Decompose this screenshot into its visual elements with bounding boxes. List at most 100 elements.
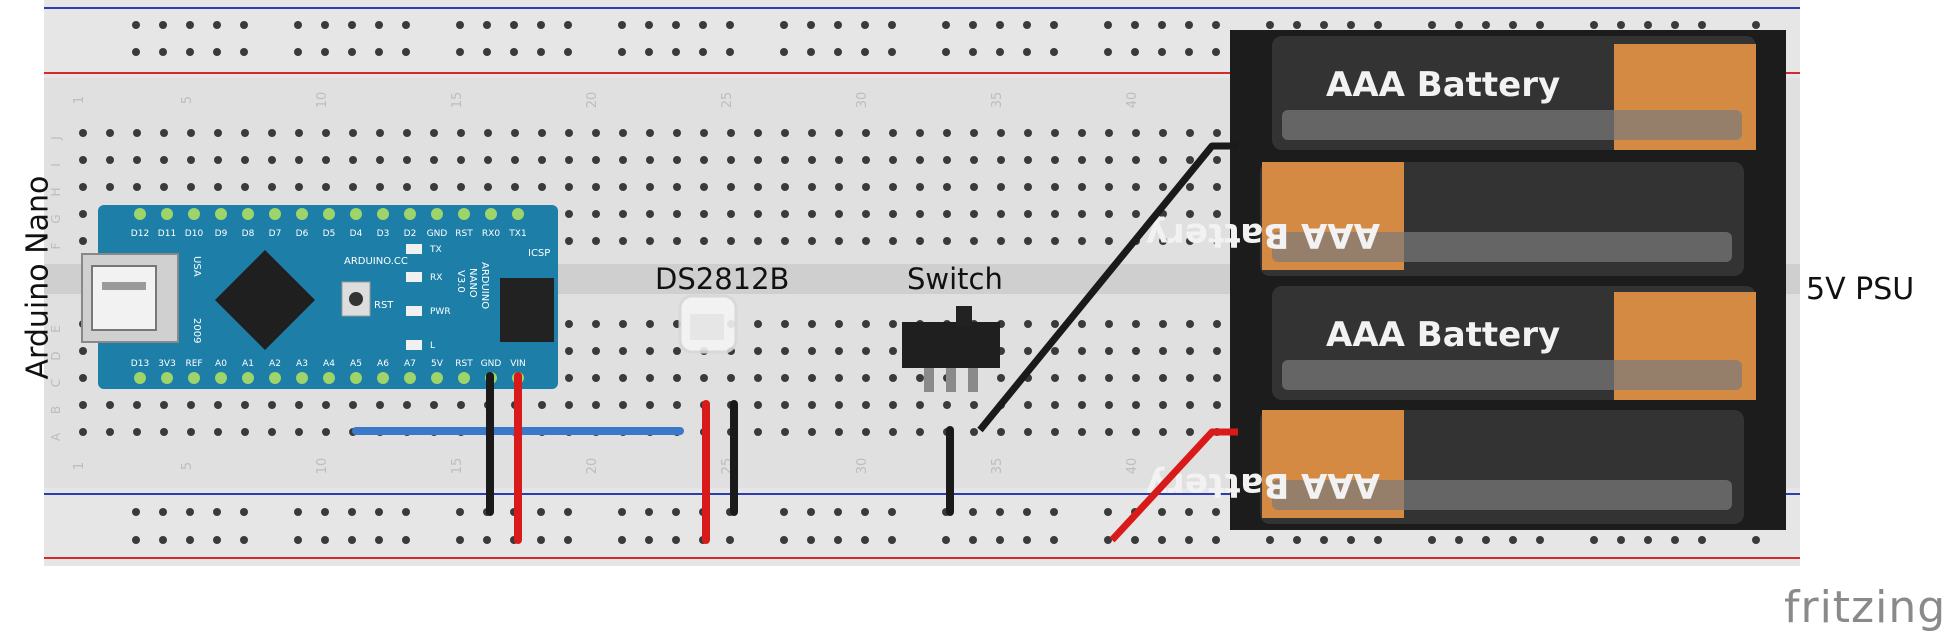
breadboard-hole — [79, 347, 87, 355]
arduino-pin-label: 3V3 — [158, 359, 176, 369]
rail-hole — [1050, 508, 1058, 516]
breadboard-hole — [835, 320, 843, 328]
column-number: 10 — [315, 92, 330, 109]
breadboard-hole — [376, 401, 384, 409]
rail-hole — [780, 21, 788, 29]
rail-hole — [861, 21, 869, 29]
arduino-pin-label: D4 — [350, 229, 363, 239]
wire-red-battery[interactable] — [1109, 428, 1238, 543]
breadboard-hole — [295, 401, 303, 409]
breadboard-hole — [1051, 237, 1059, 245]
breadboard-hole — [106, 428, 114, 436]
rail-hole — [861, 536, 869, 544]
breadboard-hole — [1105, 374, 1113, 382]
breadboard-hole — [781, 428, 789, 436]
breadboard-hole — [808, 401, 816, 409]
breadboard-hole — [1024, 320, 1032, 328]
breadboard-hole — [1186, 347, 1194, 355]
breadboard-hole — [592, 129, 600, 137]
breadboard-hole — [349, 183, 357, 191]
row-letter: D — [49, 351, 63, 360]
breadboard-hole — [997, 374, 1005, 382]
rail-hole — [888, 536, 896, 544]
arduino-pin-label: D11 — [158, 229, 176, 239]
breadboard-hole — [943, 237, 951, 245]
column-number: 30 — [855, 92, 870, 109]
switch-slider[interactable] — [956, 306, 972, 326]
breadboard-hole — [889, 320, 897, 328]
rail-hole — [240, 508, 248, 516]
arduino-pin-label: A2 — [269, 359, 281, 369]
rail-hole — [564, 508, 572, 516]
wire-black-battery[interactable] — [977, 142, 1238, 433]
breadboard-hole — [160, 183, 168, 191]
rail-hole — [375, 21, 383, 29]
slide-switch[interactable] — [902, 306, 1000, 392]
breadboard-hole — [214, 428, 222, 436]
breadboard-hole — [997, 237, 1005, 245]
arduino-model-line-2: NANO — [467, 268, 478, 298]
ds2812b-title: DS2812B — [655, 262, 790, 296]
breadboard-hole — [673, 210, 681, 218]
rail-hole — [294, 48, 302, 56]
breadboard-hole — [457, 156, 465, 164]
rail-hole — [1428, 21, 1436, 29]
row-letter: E — [49, 325, 63, 333]
rail-hole — [1158, 508, 1166, 516]
rail-hole — [1158, 21, 1166, 29]
rail-hole — [834, 536, 842, 544]
rail-hole — [1212, 48, 1220, 56]
ds2812b-led[interactable] — [678, 294, 738, 354]
led-pwr-label: PWR — [430, 307, 451, 317]
breadboard-hole — [1024, 428, 1032, 436]
rail-hole — [834, 508, 842, 516]
breadboard-hole — [916, 210, 924, 218]
arduino-model-line-3: V3.0 — [455, 270, 466, 293]
rail-hole — [348, 536, 356, 544]
breadboard-hole — [781, 156, 789, 164]
rail-hole — [1023, 21, 1031, 29]
breadboard-hole — [241, 183, 249, 191]
breadboard-hole — [943, 183, 951, 191]
breadboard-hole — [781, 320, 789, 328]
breadboard-hole — [835, 401, 843, 409]
rail-hole — [132, 508, 140, 516]
breadboard-hole — [79, 129, 87, 137]
breadboard-hole — [781, 401, 789, 409]
breadboard-hole — [646, 347, 654, 355]
arduino-pin — [134, 372, 146, 384]
breadboard-hole — [214, 401, 222, 409]
breadboard-hole — [862, 183, 870, 191]
breadboard-hole — [889, 428, 897, 436]
breadboard-hole — [781, 210, 789, 218]
breadboard-hole — [592, 401, 600, 409]
breadboard-hole — [295, 156, 303, 164]
breadboard-hole — [619, 401, 627, 409]
battery-4-label: AAA Battery — [1146, 465, 1380, 505]
breadboard-hole — [835, 210, 843, 218]
arduino-pin-label: 5V — [431, 359, 444, 369]
battery-3-highlight — [1282, 360, 1742, 390]
rail-hole — [888, 48, 896, 56]
rail-hole — [213, 48, 221, 56]
breadboard-hole — [1024, 183, 1032, 191]
breadboard-hole — [106, 156, 114, 164]
breadboard-hole — [1105, 237, 1113, 245]
breadboard-hole — [1213, 401, 1221, 409]
column-number: 15 — [450, 92, 465, 109]
breadboard-hole — [133, 428, 141, 436]
breadboard-hole — [268, 183, 276, 191]
breadboard-hole — [1132, 183, 1140, 191]
breadboard-hole — [862, 156, 870, 164]
breadboard-hole — [673, 401, 681, 409]
breadboard-hole — [889, 210, 897, 218]
breadboard-hole — [241, 428, 249, 436]
arduino-pin — [404, 208, 416, 220]
battery-pack: AAA Battery AAA Battery AAA Battery AAA … — [1146, 30, 1786, 530]
arduino-pin-label: TX1 — [508, 229, 526, 239]
breadboard-hole — [673, 129, 681, 137]
breadboard-hole — [1159, 320, 1167, 328]
breadboard-hole — [403, 183, 411, 191]
rail-hole — [375, 48, 383, 56]
